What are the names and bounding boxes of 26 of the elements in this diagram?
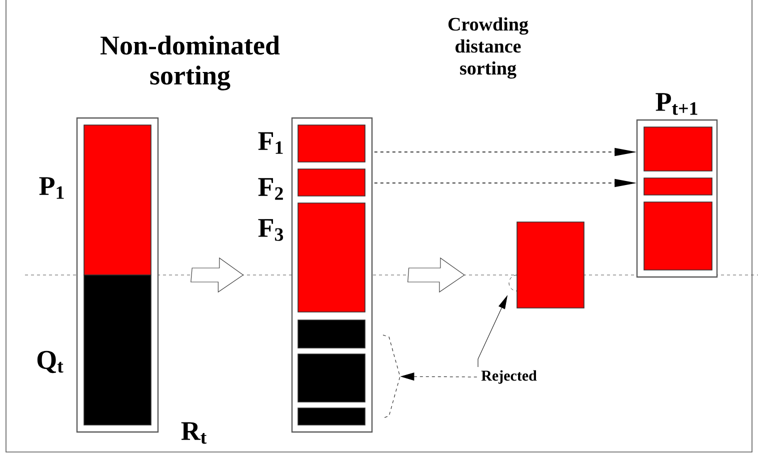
bar [644,202,712,270]
bar [298,320,366,348]
rejected-label: Rejected [481,370,537,384]
heading: P$_{t+1}$ [656,93,698,115]
bar [298,354,366,402]
bar [84,274,152,426]
bar [298,202,366,312]
bar [516,222,584,308]
bar [298,124,366,162]
bar [644,126,712,172]
section-title: Non-dominated sorting [100,36,280,90]
bar-label: F$_{2}$ [258,178,283,200]
block-arrow [190,257,244,293]
bar [84,124,152,276]
bar-label: Q$_{t}$ [37,350,64,374]
arrow [478,296,508,368]
bar-label: F$_{1}$ [258,132,283,154]
bar-label: P$_{1}$ [39,177,64,199]
bar [298,408,366,426]
section-title: Crowding distance sorting [448,17,528,79]
bar [644,178,712,196]
arrow [400,372,478,381]
bracket [382,334,400,418]
bar [298,168,366,196]
bar-label: F$_{3}$ [258,219,284,241]
heading: R$_{t}$ [181,422,207,444]
